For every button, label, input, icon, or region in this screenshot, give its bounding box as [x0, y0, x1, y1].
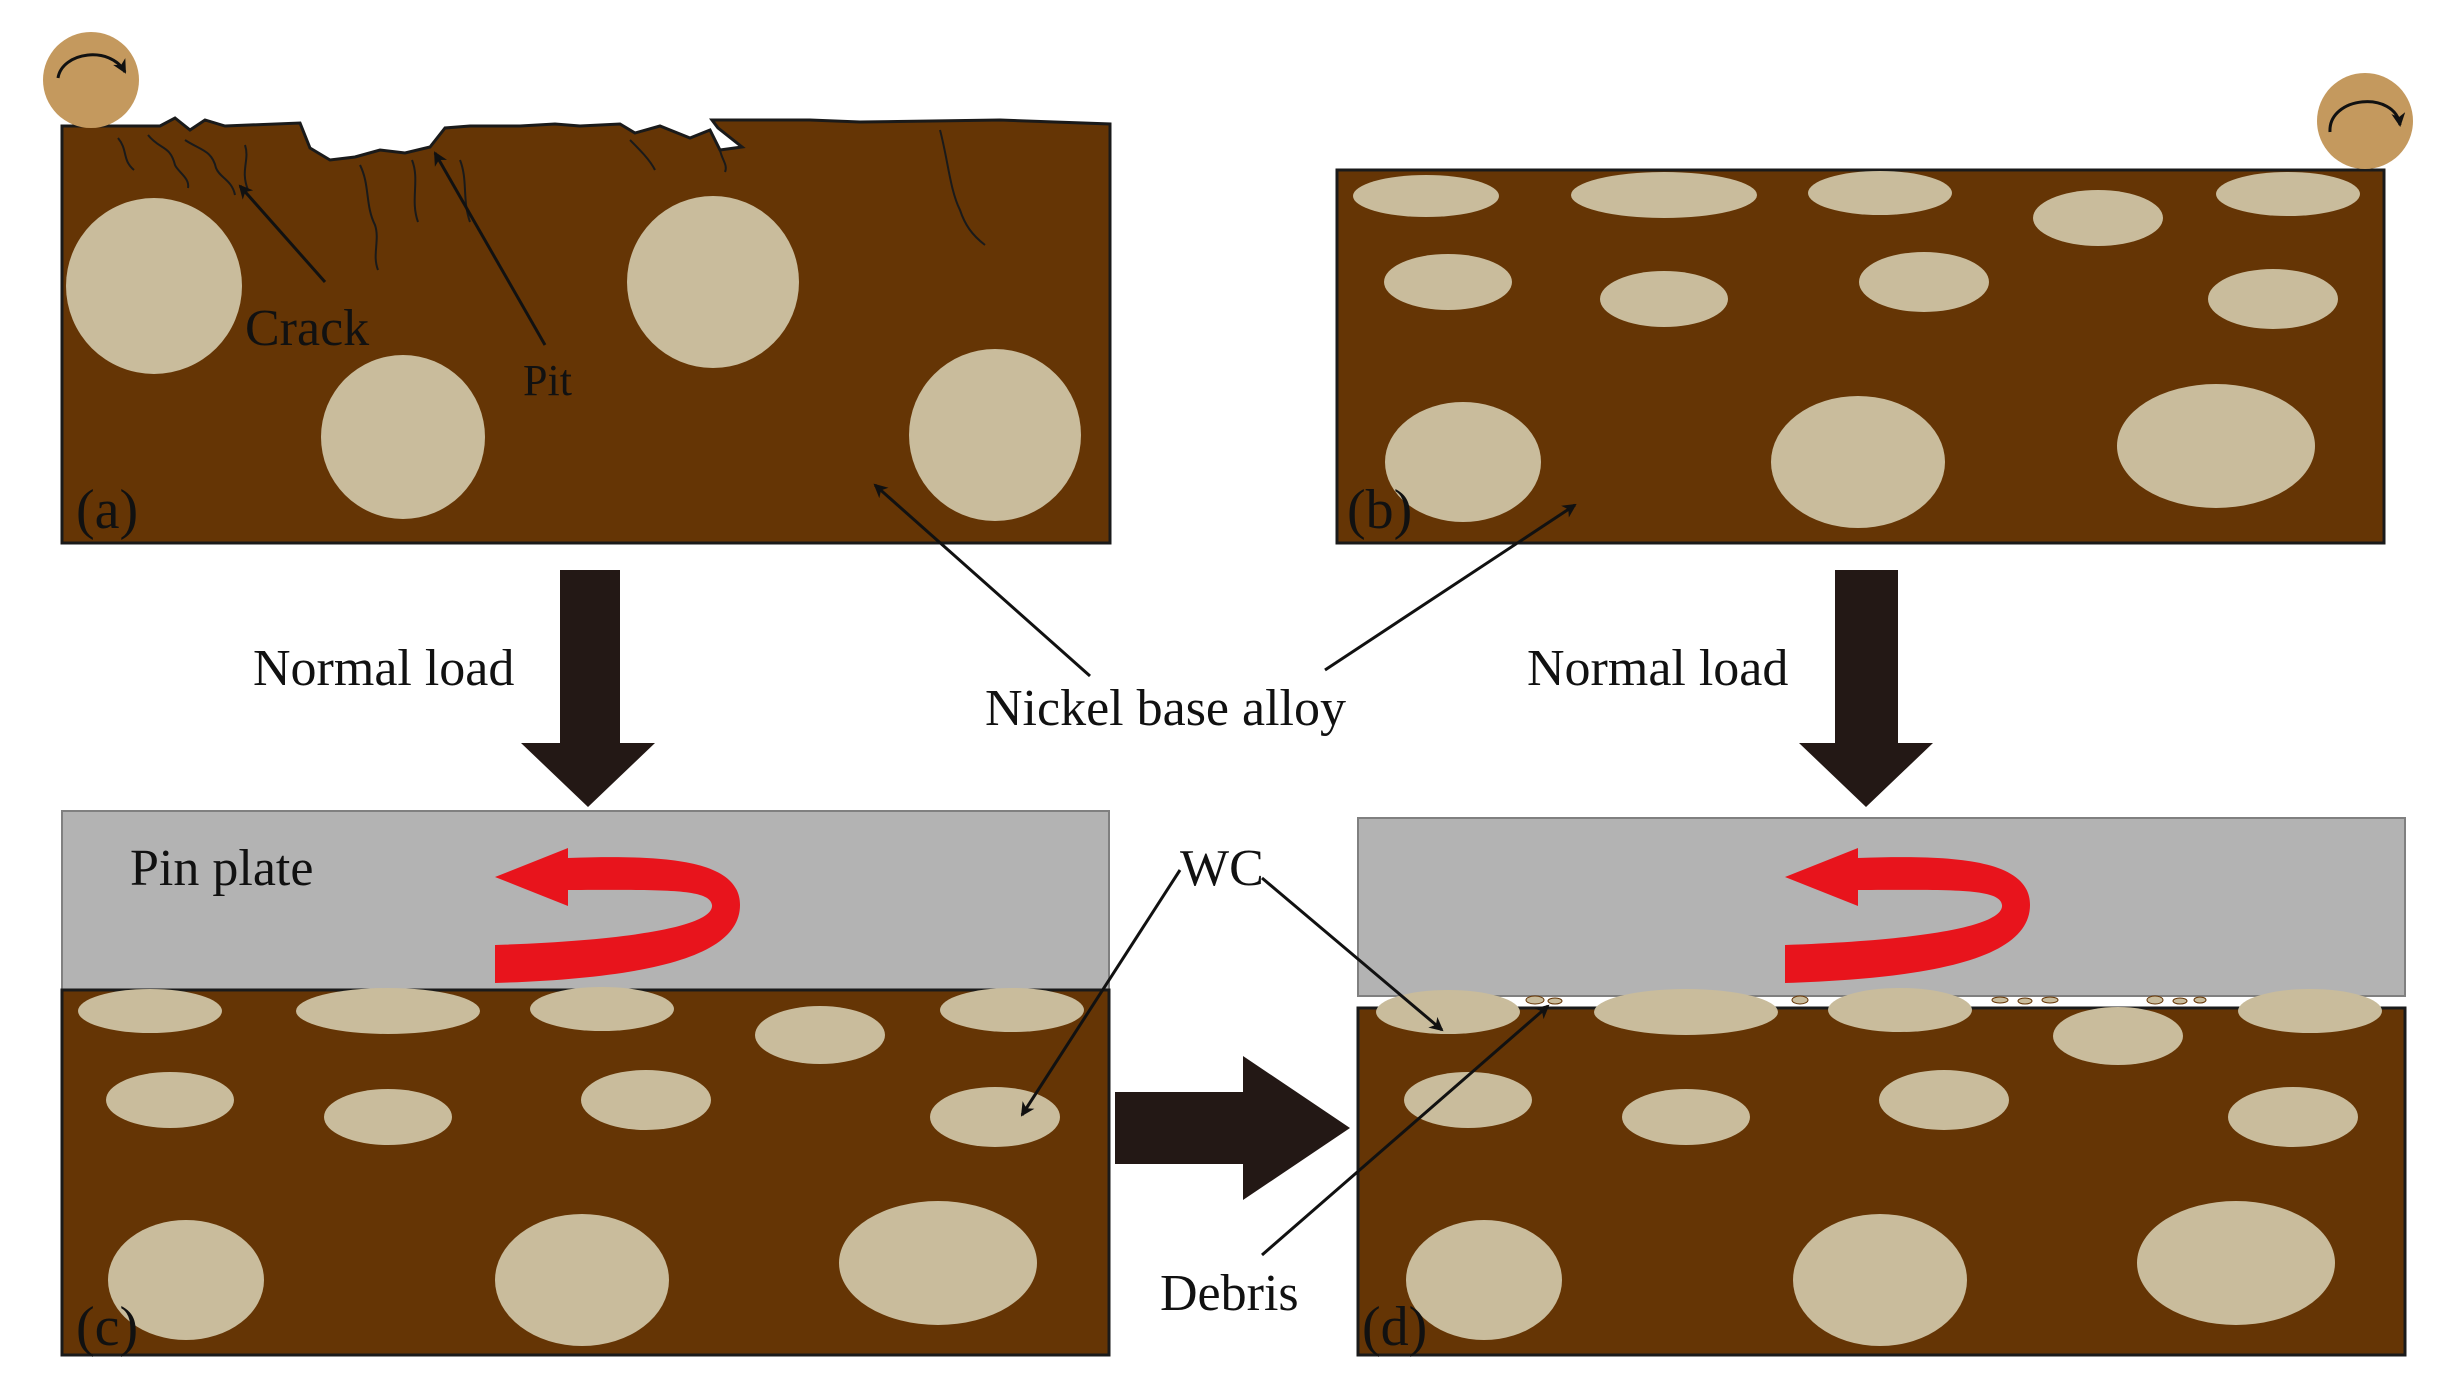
panel-a: Crack Pit (a)	[43, 32, 1112, 545]
crack-label: Crack	[245, 300, 369, 357]
normal-load-right-label: Normal load	[1527, 640, 1788, 697]
debris-label: Debris	[1160, 1265, 1299, 1322]
wc-arrow-right	[1261, 876, 1444, 1032]
ball-icon	[43, 32, 139, 128]
panel-c: Pin plate (c)	[60, 810, 1111, 1358]
nickel-arrow-right	[1324, 503, 1577, 672]
panel-letter-b: (b)	[1347, 479, 1412, 541]
pit-arrow	[433, 151, 547, 346]
crack-lines-a	[117, 129, 986, 271]
curved-arrow-icon	[495, 848, 740, 983]
pit-label: Pit	[523, 356, 572, 405]
debris-fragments	[1525, 995, 2207, 1005]
right-arrow-icon	[1115, 1056, 1350, 1200]
normal-load-left-label: Normal load	[253, 640, 514, 697]
rotating-ball-a	[43, 32, 139, 128]
wc-arrow-left	[1020, 869, 1182, 1117]
panel-b: (b)	[1335, 73, 2413, 545]
wc-particles-a	[66, 196, 1081, 521]
panel-letter-c: (c)	[76, 1296, 138, 1358]
curved-arrow-icon	[1785, 848, 2030, 983]
rotation-arrow-icon	[56, 53, 127, 79]
panel-d: (d)	[1356, 817, 2407, 1358]
wc-particles-c	[78, 987, 1084, 1346]
wc-label: WC	[1180, 840, 1264, 897]
rotating-ball-b	[2317, 73, 2413, 169]
crack-arrow	[238, 184, 327, 283]
down-arrow-icon	[1799, 570, 1933, 807]
nickel-arrow-left	[873, 483, 1091, 678]
pin-plate-label: Pin plate	[130, 840, 313, 897]
panel-letter-a: (a)	[76, 479, 138, 541]
rotation-arrow-icon	[2328, 100, 2406, 133]
down-arrow-icon	[521, 570, 655, 807]
wc-particles-d	[1376, 988, 2382, 1346]
debris-arrow	[1261, 1004, 1550, 1257]
wc-particles-b	[1353, 171, 2360, 528]
panel-letter-d: (d)	[1362, 1296, 1427, 1358]
normal-load-right: Normal load	[1527, 570, 1933, 807]
ball-icon	[2317, 73, 2413, 169]
nickel-base-alloy-label: Nickel base alloy	[985, 680, 1346, 737]
normal-load-left: Normal load	[253, 570, 655, 807]
